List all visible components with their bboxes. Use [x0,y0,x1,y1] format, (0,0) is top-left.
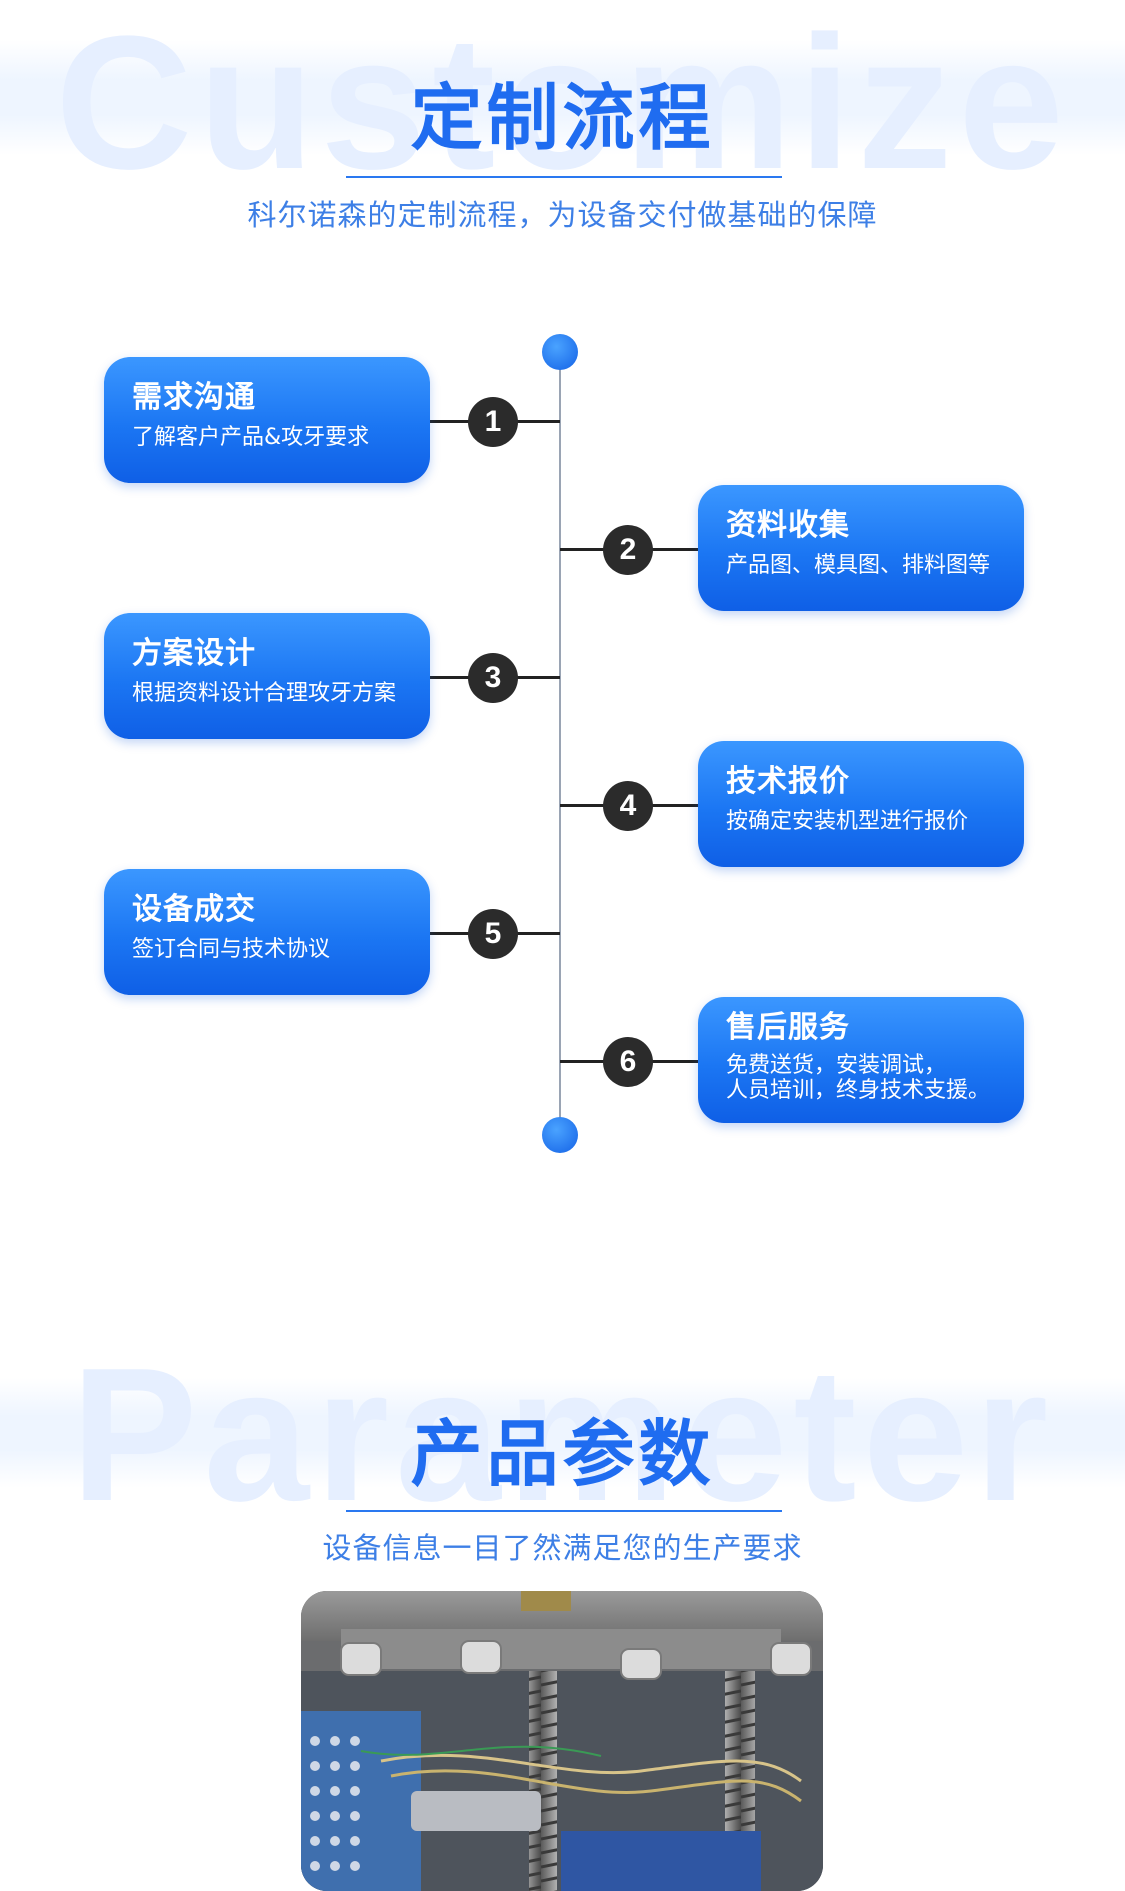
timeline-start-dot [542,334,578,370]
step-1-card: 需求沟通 了解客户产品&攻牙要求 [104,357,430,483]
section-subtitle-customize: 科尔诺森的定制流程，为设备交付做基础的保障 [247,198,878,232]
step-1-number: 1 [468,397,518,447]
watermark-customize: Customize [55,0,1070,209]
section-subtitle-parameter: 设备信息一目了然满足您的生产要求 [322,1531,803,1565]
step-2-card: 资料收集 产品图、模具图、排料图等 [698,485,1024,611]
step-5-card: 设备成交 签订合同与技术协议 [104,869,430,995]
header-band [0,40,1125,155]
timeline-end-dot [542,1117,578,1153]
watermark-parameter: Parameter [70,1329,1055,1541]
step-3-card: 方案设计 根据资料设计合理攻牙方案 [104,613,430,739]
step-6-card: 售后服务 免费送货，安装调试， 人员培训，终身技术支援。 [698,997,1024,1123]
section-title-customize: 定制流程 [410,76,715,160]
step-1-desc: 了解客户产品&攻牙要求 [132,425,370,450]
section-title-parameter: 产品参数 [410,1412,715,1496]
step-3-title: 方案设计 [132,636,256,671]
step-6-desc-line1: 免费送货，安装调试， [726,1053,947,1078]
step-5-number: 5 [468,909,518,959]
step-4-title: 技术报价 [726,764,850,799]
title-underline [346,176,782,178]
machine-photo-art [301,1591,823,1891]
step-2-title: 资料收集 [726,508,850,543]
step-2-number: 2 [603,525,653,575]
step-4-number: 4 [603,781,653,831]
machine-photo [301,1591,823,1891]
step-6-title: 售后服务 [726,1010,850,1045]
step-5-title: 设备成交 [132,892,256,927]
step-4-card: 技术报价 按确定安装机型进行报价 [698,741,1024,867]
step-6-number: 6 [603,1037,653,1087]
step-6-desc-line2: 人员培训，终身技术支援。 [726,1078,991,1103]
timeline-axis [559,352,561,1135]
title-underline-parameter [346,1510,782,1512]
step-5-desc: 签订合同与技术协议 [132,937,331,962]
step-2-desc: 产品图、模具图、排料图等 [726,553,991,578]
step-1-title: 需求沟通 [132,380,256,415]
step-4-desc: 按确定安装机型进行报价 [726,809,969,834]
step-3-number: 3 [468,653,518,703]
step-3-desc: 根据资料设计合理攻牙方案 [132,681,397,706]
header-band-parameter [0,1378,1125,1488]
